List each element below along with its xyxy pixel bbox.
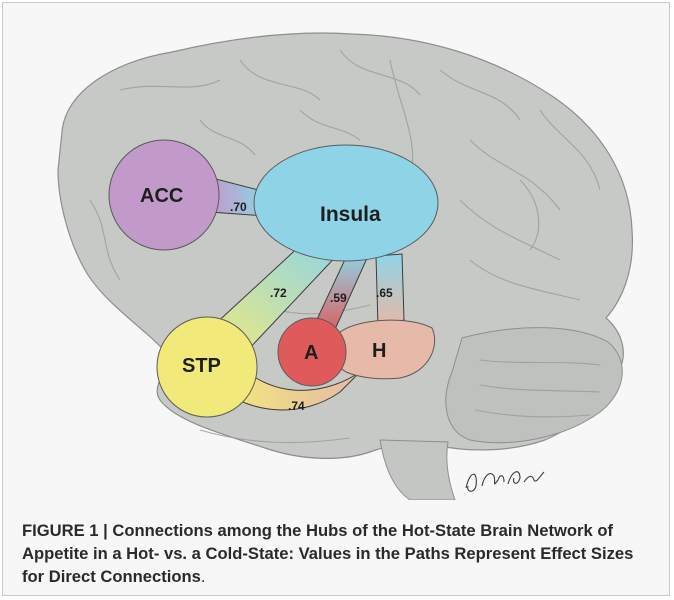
label-h: H <box>372 340 386 362</box>
caption-label: FIGURE 1 | <box>22 521 108 540</box>
edge-label-insula-stp: .72 <box>270 286 287 300</box>
artist-signature <box>466 472 544 492</box>
label-stp: STP <box>182 355 221 377</box>
caption-text: Connections among the Hubs of the Hot-St… <box>22 521 633 586</box>
brain-diagram: ACC Insula STP A H .70 .72 .59 .65 .74 <box>0 0 674 500</box>
brain-network-figure: ACC Insula STP A H .70 .72 .59 .65 .74 <box>0 0 674 500</box>
caption-period: . <box>201 567 206 586</box>
label-acc: ACC <box>140 185 183 207</box>
figure-caption: FIGURE 1 | Connections among the Hubs of… <box>22 519 652 588</box>
label-a: A <box>304 342 318 364</box>
edge-label-insula-h: .65 <box>376 286 393 300</box>
label-insula: Insula <box>320 203 381 226</box>
edge-label-stp-h: .74 <box>288 399 305 413</box>
edge-label-insula-a: .59 <box>330 291 347 305</box>
edge-label-acc-insula: .70 <box>230 200 247 214</box>
